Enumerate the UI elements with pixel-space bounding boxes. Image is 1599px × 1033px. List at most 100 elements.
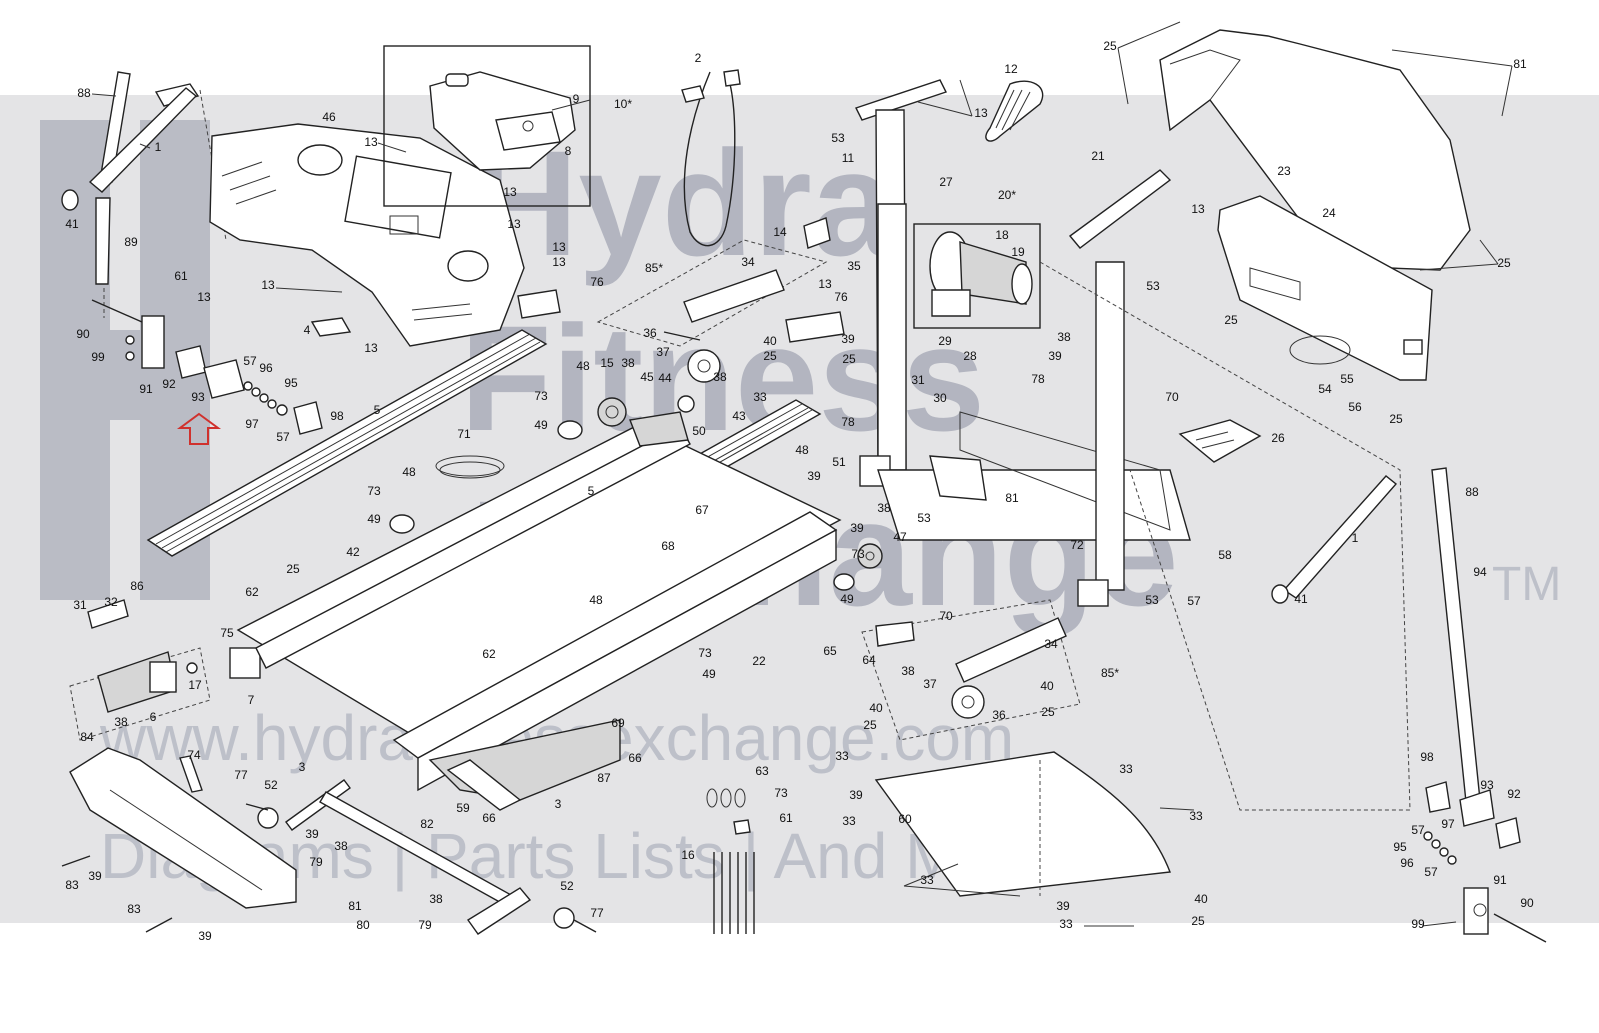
part-label-95: 95 [284,376,298,390]
part-label-41: 41 [1294,592,1308,606]
foot-84 [69,747,297,909]
part-label-21: 21 [1091,149,1105,163]
part-label-28: 28 [963,349,977,363]
roller-52 [257,807,279,829]
part-label-96: 96 [1400,856,1414,870]
part-label-85star: 85* [1101,666,1119,680]
part-label-39: 39 [841,332,855,346]
part-label-10star: 10* [614,97,632,111]
part-label-91: 91 [139,382,153,396]
part-label-70: 70 [939,609,953,623]
base-frame [877,469,1191,541]
part-label-22: 22 [752,654,766,668]
part-label-38: 38 [901,664,915,678]
part-label-52: 52 [560,879,574,893]
part-label-9: 9 [573,92,580,106]
part-label-97: 97 [1441,817,1455,831]
part-label-52: 52 [264,778,278,792]
controller-64 [875,621,915,647]
part-label-48: 48 [589,593,603,607]
part-label-57: 57 [243,354,257,368]
part-label-3: 3 [555,797,562,811]
part-label-48: 48 [795,443,809,457]
part-label-48: 48 [576,359,590,373]
bracket-14 [803,217,831,249]
upright-frame [855,79,1191,607]
part-label-35: 35 [847,259,861,273]
part-label-56: 56 [1348,400,1362,414]
part-label-5: 5 [588,484,595,498]
part-label-69: 69 [611,716,625,730]
part-label-13: 13 [261,278,275,292]
part-label-3: 3 [299,760,306,774]
part-label-26: 26 [1271,431,1285,445]
part-label-75: 75 [220,626,234,640]
part-label-57: 57 [1424,865,1438,879]
isolator-49c [833,573,855,591]
part-label-94: 94 [1473,565,1487,579]
part-label-39: 39 [198,929,212,943]
part-label-38: 38 [1057,330,1071,344]
plate-4 [310,317,352,337]
motor-19 [959,241,1027,305]
part-label-66: 66 [628,751,642,765]
part-label-42: 42 [346,545,360,559]
part-label-91: 91 [1493,873,1507,887]
part-label-25: 25 [1103,39,1117,53]
part-label-13: 13 [552,240,566,254]
wire-71 [435,455,505,479]
part-label-16: 16 [681,848,695,862]
part-label-90: 90 [76,327,90,341]
part-label-81: 81 [348,899,362,913]
part-label-45: 45 [640,370,654,384]
part-label-39: 39 [1048,349,1062,363]
part-label-50: 50 [692,424,706,438]
part-label-48: 48 [402,465,416,479]
part-label-60: 60 [898,812,912,826]
part-label-31: 31 [73,598,87,612]
part-label-31: 31 [911,373,925,387]
part-label-30: 30 [933,391,947,405]
part-label-97: 97 [245,417,259,431]
bracket-32 [87,599,129,629]
part-label-68: 68 [661,539,675,553]
part-label-38: 38 [877,501,891,515]
part-label-38: 38 [334,839,348,853]
drive-parts [389,395,695,534]
motor-hood-23 [1159,29,1471,271]
console-assembly [209,123,525,347]
part-label-53: 53 [831,131,845,145]
highlight-arrow-icon [176,412,222,445]
leader-lines [91,21,1513,927]
part-label-34: 34 [1044,637,1058,651]
part-label-62: 62 [482,647,496,661]
part-label-73: 73 [367,484,381,498]
bracket-26 [1178,419,1262,463]
part-label-47: 47 [893,530,907,544]
part-label-25: 25 [842,352,856,366]
actuator-34 [683,269,785,323]
part-label-98: 98 [330,409,344,423]
part-label-4: 4 [304,323,311,337]
part-label-25: 25 [1191,914,1205,928]
part-label-6: 6 [150,710,157,724]
motor-50 [629,411,689,447]
part-label-96: 96 [259,361,273,375]
bracket-76b [785,311,845,343]
wrench-74 [179,755,203,793]
part-label-25: 25 [1224,313,1238,327]
part-label-87: 87 [597,771,611,785]
part-label-33: 33 [1119,762,1133,776]
bracket-91 [141,315,165,369]
part-label-41: 41 [65,217,79,231]
isolator-49a [557,420,583,440]
part-label-82: 82 [420,817,434,831]
part-label-76: 76 [590,275,604,289]
wheel-47 [857,543,883,569]
part-label-80: 80 [356,918,370,932]
part-label-78: 78 [1031,372,1045,386]
part-label-67: 67 [695,503,709,517]
actuator-34-lower [955,617,1067,683]
